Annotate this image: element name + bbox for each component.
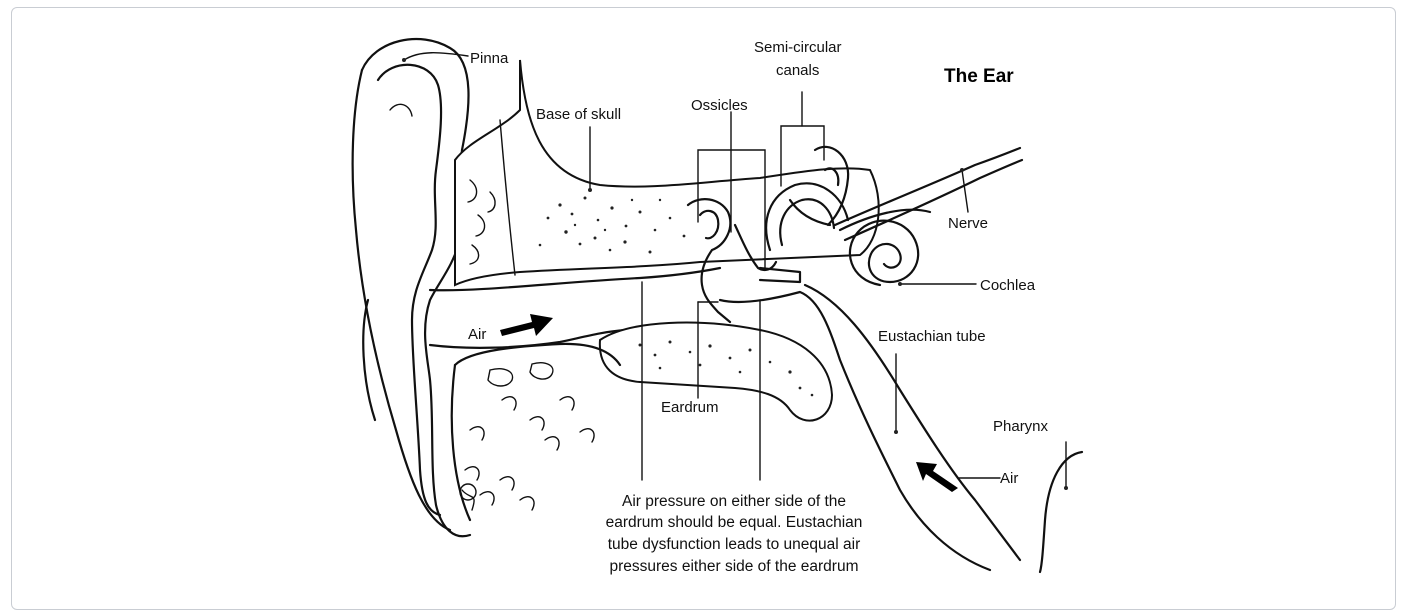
label-nerve: Nerve: [948, 215, 988, 232]
note-line-3: tube dysfunction leads to unequal air: [608, 536, 860, 553]
label-pinna: Pinna: [470, 50, 509, 67]
label-base-of-skull: Base of skull: [536, 106, 621, 123]
label-air-outer: Air: [468, 326, 486, 343]
note-line-4: pressures either side of the eardrum: [610, 558, 859, 575]
air-arrow-inner: [916, 462, 958, 492]
pharynx-drawing: [1040, 452, 1082, 572]
label-eustachian-tube: Eustachian tube: [878, 328, 986, 345]
label-cochlea: Cochlea: [980, 277, 1036, 294]
label-semicircular-line1: Semi-circular: [754, 39, 842, 56]
note-line-1: Air pressure on either side of the: [622, 493, 846, 510]
label-semicircular-line2: canals: [776, 62, 819, 79]
label-eardrum: Eardrum: [661, 399, 719, 416]
air-arrow-outer: [500, 314, 553, 336]
explanation-note: Air pressure on either side of the eardr…: [606, 493, 863, 575]
skull-bone: [455, 60, 879, 285]
note-line-2: eardrum should be equal. Eustachian: [606, 514, 863, 531]
label-pharynx: Pharynx: [993, 418, 1049, 435]
pinna-drawing: [353, 39, 470, 536]
label-ossicles: Ossicles: [691, 97, 748, 114]
diagram-title: The Ear: [944, 66, 1014, 87]
label-air-inner: Air: [1000, 470, 1018, 487]
